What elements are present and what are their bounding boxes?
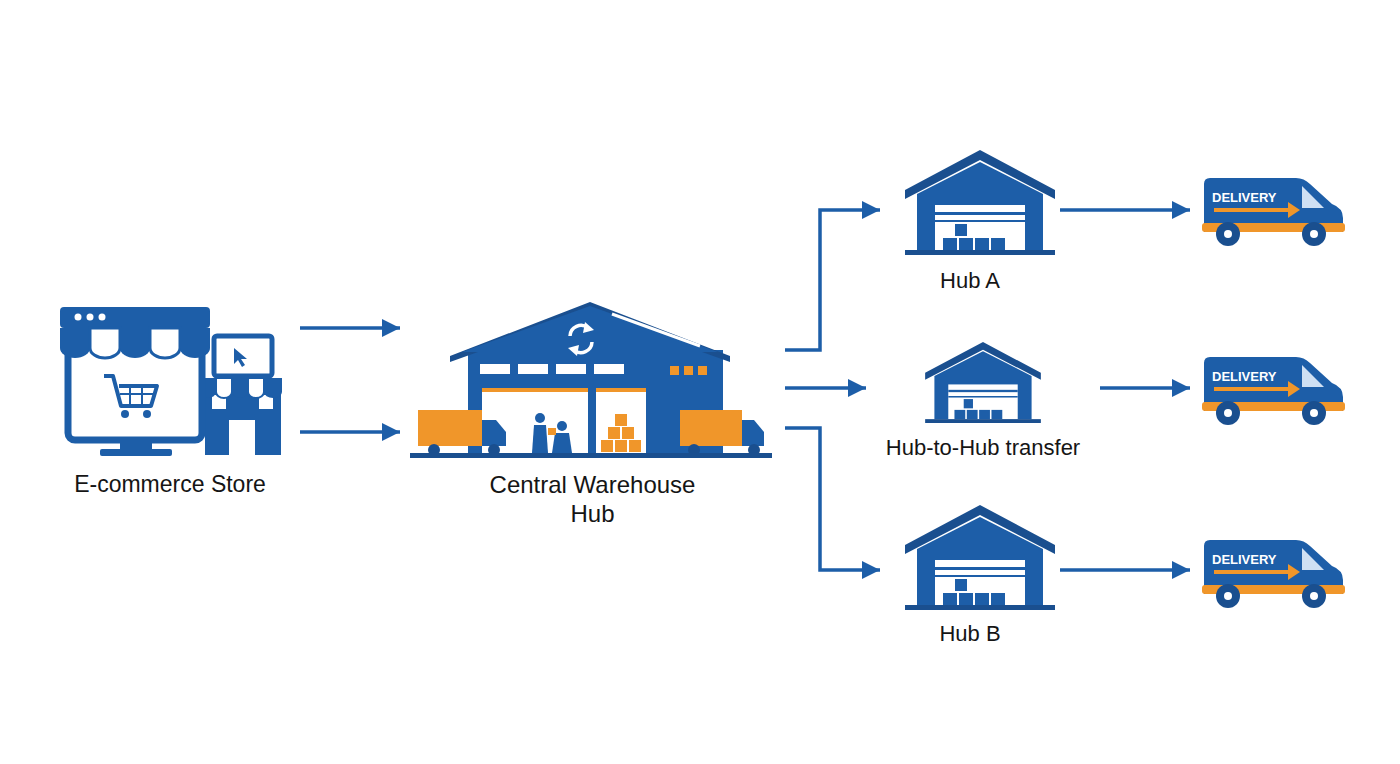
flow-arrow: [785, 386, 866, 390]
store-icon: [60, 307, 282, 456]
node-label: E-commerce Store: [40, 470, 300, 498]
van-label: DELIVERY: [1212, 369, 1310, 385]
delivery-van: DELIVERY: [1190, 178, 1350, 248]
node-label: Hub A: [880, 268, 1060, 294]
van-label: DELIVERY: [1212, 190, 1310, 206]
store-node: E-commerce Store: [40, 300, 300, 500]
flow-arrow: [785, 210, 880, 350]
flow-arrow: [785, 428, 880, 570]
flow-arrow: [1060, 208, 1190, 212]
van-icon: [1202, 178, 1345, 246]
delivery-van: DELIVERY: [1190, 357, 1350, 427]
flow-arrow: [1100, 386, 1190, 390]
van-label: DELIVERY: [1212, 552, 1310, 568]
van-icon: [1202, 357, 1345, 425]
flow-arrow: [300, 326, 400, 330]
hub-node: Hub B: [880, 503, 1060, 651]
node-label: Central Warehouse Hub: [480, 470, 705, 528]
hub-node: Hub A: [880, 148, 1060, 296]
flow-arrow: [1060, 568, 1190, 572]
hub-node: Hub-to-Hub transfer: [866, 340, 1100, 465]
van-icon: [1202, 540, 1345, 608]
hub-icon: [925, 342, 1041, 423]
flow-arrow: [300, 430, 400, 434]
node-label: Hub-to-Hub transfer: [866, 435, 1100, 461]
hub-icon: [905, 505, 1055, 610]
hub-icon: [905, 150, 1055, 255]
delivery-van: DELIVERY: [1190, 540, 1350, 610]
node-label: Hub B: [880, 621, 1060, 647]
warehouse-illustration: [410, 302, 772, 458]
warehouse-node: Central Warehouse Hub: [400, 300, 785, 530]
